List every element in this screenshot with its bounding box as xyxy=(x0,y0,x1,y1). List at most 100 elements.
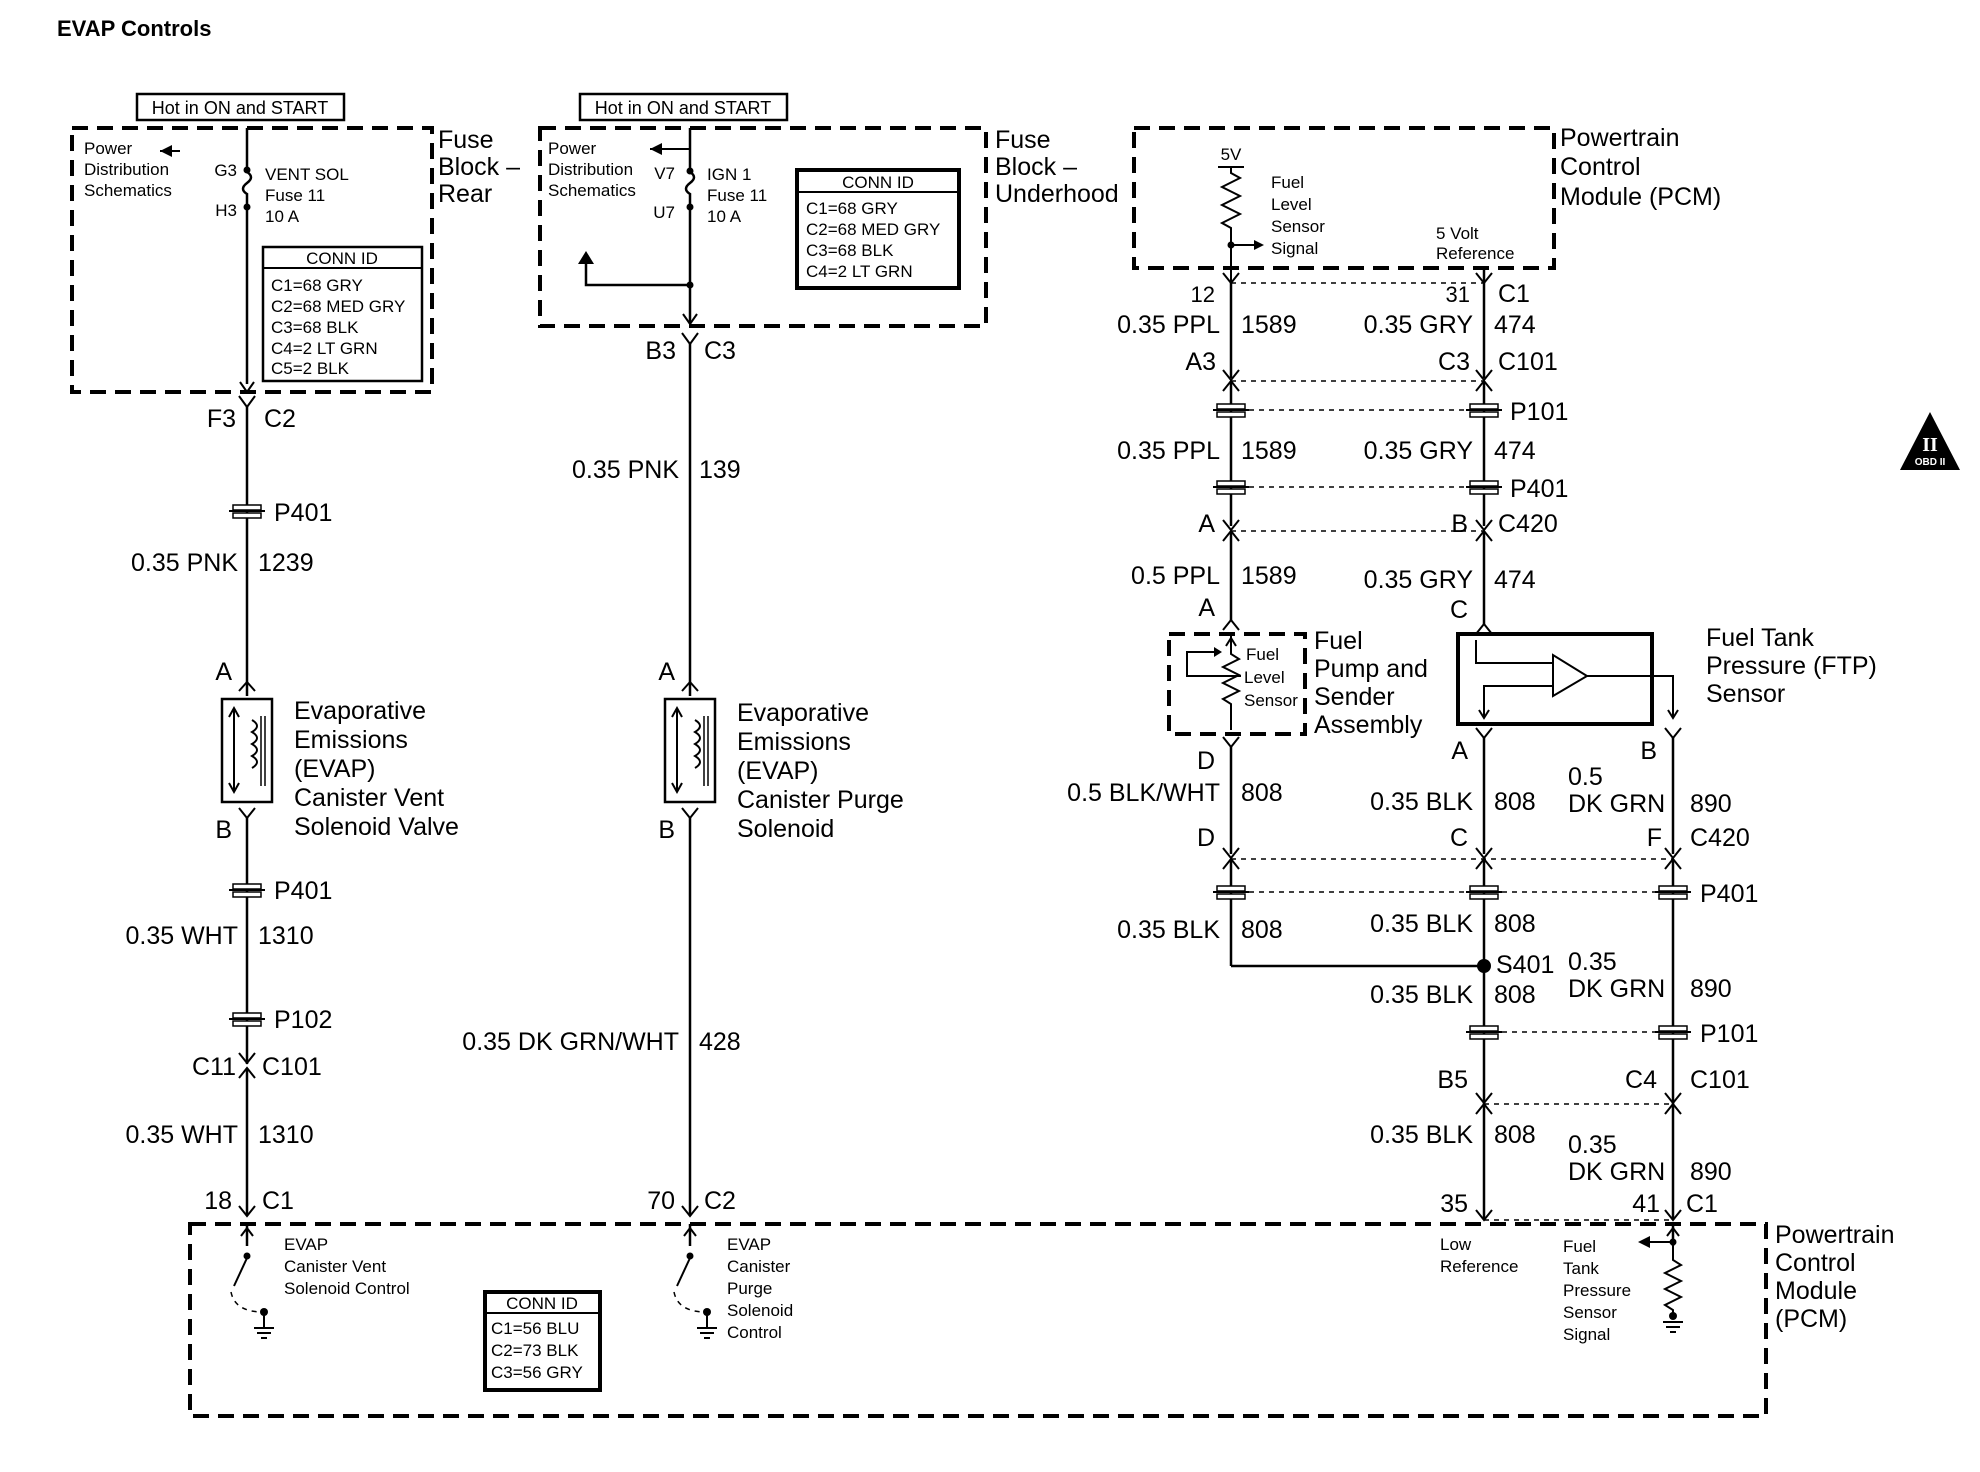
conn-id-row: C1=68 GRY xyxy=(271,276,363,295)
pin-label: A xyxy=(658,658,675,686)
pcm-bottom: Powertrain Control Module (PCM) EVAP Can… xyxy=(188,1221,1895,1418)
pcm-pin: 12 xyxy=(1191,282,1215,307)
wire-gauge-color: DK GRN xyxy=(1568,1158,1665,1186)
conn-id-row: C1=68 GRY xyxy=(806,199,898,218)
conn-id-row: C4=2 LT GRN xyxy=(806,262,913,281)
wire-gauge-color: 0.35 PPL xyxy=(1117,437,1220,465)
connector-pin-symbol xyxy=(681,332,699,346)
fuse-label: Fuse 11 xyxy=(707,186,767,205)
circuit-number: 1589 xyxy=(1241,437,1297,465)
ftp-signal-label: Fuel xyxy=(1563,1237,1596,1256)
pcm-connector: C1 xyxy=(1686,1190,1718,1218)
wire-gauge-color: DK GRN xyxy=(1568,790,1665,818)
sensor-name: Sensor xyxy=(1706,680,1785,708)
ftp-signal-label: Signal xyxy=(1563,1325,1610,1344)
inline-connector xyxy=(1466,885,1502,900)
connector-label: C2 xyxy=(264,405,296,433)
pcm-top-outline xyxy=(1132,126,1556,270)
conn-id-box-pcm xyxy=(483,1290,602,1392)
driver-label: Solenoid xyxy=(727,1301,793,1320)
circuit-number: 474 xyxy=(1494,311,1536,339)
fuse-block-rear-name: Block – xyxy=(438,153,520,181)
inline-connector xyxy=(229,504,265,519)
ref-label: 5 Volt xyxy=(1436,224,1479,243)
circuit-number: 808 xyxy=(1494,1121,1536,1149)
conn-id-row: C4=2 LT GRN xyxy=(271,339,378,358)
circuit-number: 808 xyxy=(1241,916,1283,944)
low-ref-label: Reference xyxy=(1440,1257,1518,1276)
obd-ii-badge: II OBD II xyxy=(1900,412,1960,470)
pcm-bottom-outline xyxy=(188,1222,1768,1418)
conn-id-row: C1=56 BLU xyxy=(491,1319,579,1338)
ignition-feed xyxy=(584,255,690,287)
circuit-number: 890 xyxy=(1690,1158,1732,1186)
connector-label: C420 xyxy=(1690,824,1750,852)
driver-label: Solenoid Control xyxy=(284,1279,410,1298)
wire-gauge-color: 0.35 PNK xyxy=(572,456,679,484)
connector-pin: B3 xyxy=(645,337,676,365)
circuit-number: 474 xyxy=(1494,566,1536,594)
pcm-name: (PCM) xyxy=(1775,1305,1847,1333)
inline-connector-label: P101 xyxy=(1510,398,1568,426)
wire-gauge-color: 0.35 GRY xyxy=(1364,311,1474,339)
conn-id-row: C3=56 GRY xyxy=(491,1363,583,1382)
ftp-sensor: Fuel Tank Pressure (FTP) Sensor A B xyxy=(1451,624,1877,765)
pin-symbol xyxy=(238,1205,256,1218)
connector-pin: C11 xyxy=(192,1053,236,1081)
fuse-label: Fuse 11 xyxy=(265,186,325,205)
inline-connector-label: P102 xyxy=(274,1006,332,1034)
pin-symbol xyxy=(681,1205,699,1218)
circuit-number: 1589 xyxy=(1241,311,1297,339)
connector-label: C101 xyxy=(262,1053,322,1081)
connector-label: C420 xyxy=(1498,510,1558,538)
pcm-name: Module (PCM) xyxy=(1560,183,1721,211)
signal-label: Fuel xyxy=(1271,173,1304,192)
driver-label: Canister xyxy=(727,1257,791,1276)
conn-id-title: CONN ID xyxy=(506,1294,578,1313)
circuit-number: 808 xyxy=(1494,981,1536,1009)
fuel-pump-sender-outline xyxy=(1167,632,1307,736)
pcm-pin: 18 xyxy=(204,1187,232,1215)
inline-connector-label: P101 xyxy=(1700,1020,1758,1048)
ftp-reference-circuit: 0.35 GRY 474 C3 C101 P101 0.35 GRY 474 P… xyxy=(1231,283,1568,635)
pds-arrowhead xyxy=(160,145,172,157)
ftp-signal-label: Tank xyxy=(1563,1259,1599,1278)
pin-label: A xyxy=(215,658,232,686)
diagram-title: EVAP Controls xyxy=(57,16,211,41)
circuit-number: 428 xyxy=(699,1028,741,1056)
pin-symbol xyxy=(681,807,699,820)
fuse-pin-bottom: U7 xyxy=(653,203,675,222)
pds-label: Distribution xyxy=(84,160,169,179)
pin-symbol xyxy=(238,807,256,820)
circuit-number: 808 xyxy=(1494,910,1536,938)
driver-label: Purge xyxy=(727,1279,772,1298)
conn-id-row: C2=73 BLK xyxy=(491,1341,579,1360)
pds-label: Schematics xyxy=(84,181,172,200)
circuit-number: 139 xyxy=(699,456,741,484)
pulldown-resistor xyxy=(1662,1246,1684,1316)
wire-gauge-color: 0.5 xyxy=(1568,763,1603,791)
conn-id-box-underhood xyxy=(795,168,961,290)
component-name: (EVAP) xyxy=(737,757,819,785)
pin-symbol xyxy=(238,1052,256,1065)
assembly-name: Sender xyxy=(1314,683,1395,711)
pin-label: B xyxy=(658,816,675,844)
pcm-name: Module xyxy=(1775,1277,1857,1305)
sensor-label: Fuel xyxy=(1246,645,1279,664)
ground-icon xyxy=(697,1327,717,1339)
pcm-pin: 70 xyxy=(647,1187,675,1215)
pds-label: Schematics xyxy=(548,181,636,200)
ground-icon xyxy=(1663,1321,1683,1333)
component-name: Solenoid xyxy=(737,815,834,843)
connector-pin: B5 xyxy=(1437,1066,1468,1094)
pin-label: A xyxy=(1451,737,1468,765)
pcm-name: Control xyxy=(1560,153,1641,181)
fuel-level-circuit: 0.35 PPL 1589 A3 0.35 PPL 1589 A 0.5 PPL… xyxy=(1067,283,1484,968)
pin-label: A xyxy=(1198,594,1215,622)
conn-id-row: C5=2 BLK xyxy=(271,359,350,378)
circuit-number: 1310 xyxy=(258,1121,314,1149)
inline-connector xyxy=(1213,403,1249,418)
fuel-level-sensor-symbol xyxy=(1220,634,1242,730)
splice-s401 xyxy=(1477,959,1491,973)
fuse-block-rear-name: Fuse xyxy=(438,126,494,154)
